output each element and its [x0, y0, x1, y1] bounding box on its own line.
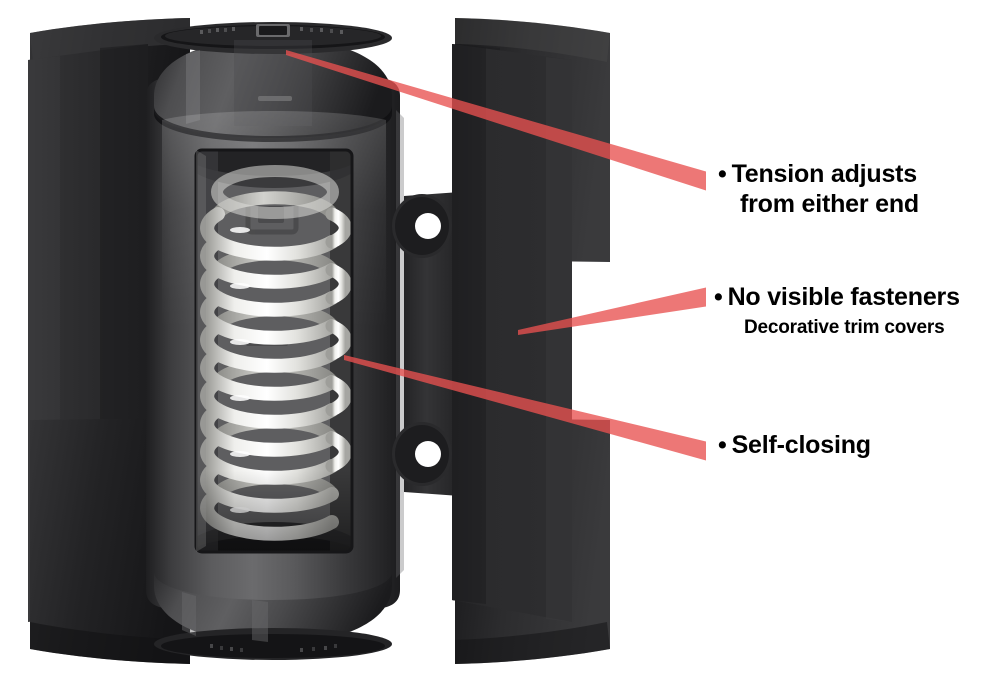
pointer-lines [286, 50, 706, 461]
pointer-fasteners [518, 287, 706, 335]
trim-cover-right-front [452, 44, 572, 622]
callout-1-line-1: •Tension adjusts [718, 160, 919, 190]
callout-no-visible-fasteners: •No visible fasteners Decorative trim co… [714, 283, 960, 339]
pointer-tension [286, 50, 706, 191]
callout-2-text-1: No visible fasteners [727, 283, 960, 311]
knurl-texture-bottom [210, 644, 337, 652]
screw-hole-upper [415, 213, 441, 239]
screw-boss-upper [392, 194, 452, 258]
bullet-icon: • [718, 160, 727, 188]
screw-boss-lower [392, 422, 452, 486]
callout-3-line-1: •Self-closing [718, 431, 871, 461]
cutaway-chamber [194, 148, 354, 554]
callout-2-line-1: •No visible fasteners [714, 283, 960, 313]
callout-self-closing: •Self-closing [718, 431, 871, 461]
callout-1-text-1: Tension adjusts [731, 160, 918, 188]
barrel-cut-edge [396, 110, 404, 578]
callout-2-subtext: Decorative trim covers [744, 316, 945, 338]
callout-3-text-1: Self-closing [731, 431, 871, 459]
knurl-texture-top [200, 27, 343, 34]
bullet-icon: • [714, 283, 723, 311]
mounting-plate [392, 192, 460, 496]
callout-tension-adjusts: •Tension adjusts from either end [718, 160, 919, 219]
tension-adjuster-cap-bottom [154, 572, 392, 660]
screw-hole-lower [415, 441, 441, 467]
bullet-icon: • [718, 431, 727, 459]
pointer-selfclose [344, 355, 706, 461]
hinge-barrel [146, 22, 404, 660]
callout-1-line-2: from either end [740, 189, 919, 218]
